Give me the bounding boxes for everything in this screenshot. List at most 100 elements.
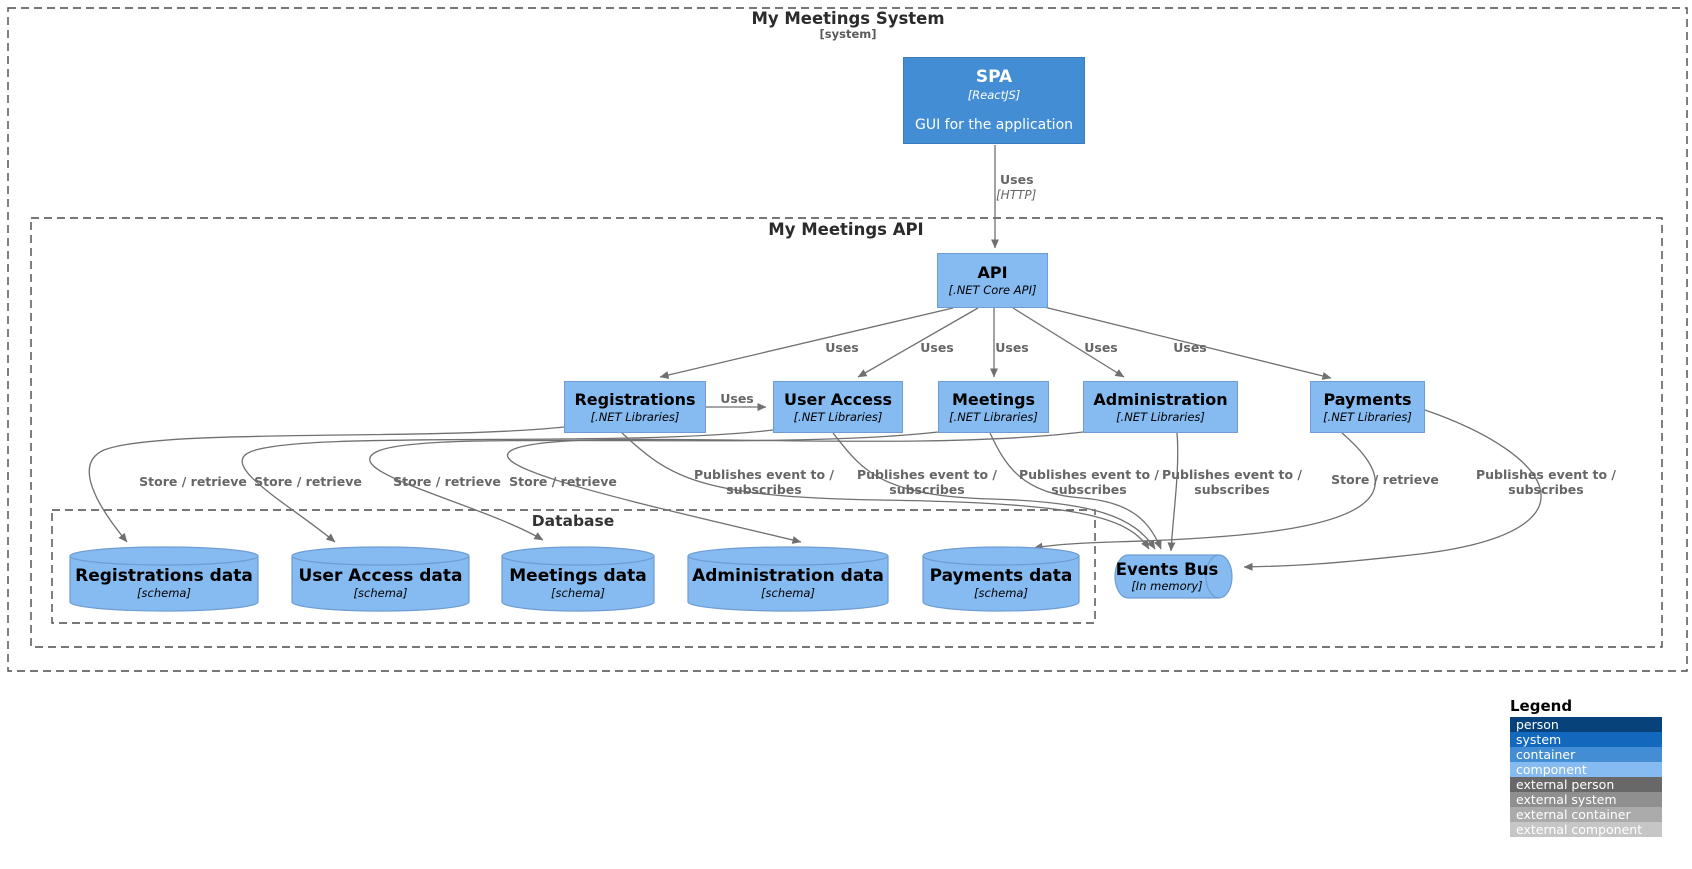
api-boundary-title: My Meetings API xyxy=(768,220,924,239)
node-administration-name: Administration xyxy=(1093,389,1228,409)
label-uses-payments: Uses xyxy=(1173,340,1207,355)
edge-administration-eventsbus xyxy=(1167,432,1179,552)
label-publish-meetings: Publishes event to / subscribes xyxy=(1019,467,1159,497)
node-events-bus-name: Events Bus xyxy=(1115,560,1219,579)
node-meetings: Meetings [.NET Libraries] xyxy=(938,381,1049,433)
label-publish-registrations: Publishes event to / subscribes xyxy=(694,467,834,497)
node-spa-name: SPA xyxy=(975,66,1013,87)
node-registrations-data: Registrations data [schema] xyxy=(70,566,258,600)
node-spa-description: GUI for the application xyxy=(914,116,1074,133)
legend-item-container: container xyxy=(1510,747,1662,762)
system-boundary-type: [system] xyxy=(819,27,877,41)
node-spa-tech: [ReactJS] xyxy=(967,88,1021,103)
label-publish-payments-line2: subscribes xyxy=(1508,482,1584,497)
legend-item-external-system: external system xyxy=(1510,792,1662,807)
queue-events-bus xyxy=(1114,554,1233,599)
edge-registrations-data xyxy=(88,426,565,543)
node-administration-data: Administration data [schema] xyxy=(688,566,888,600)
label-publish-registrations-line1: Publishes event to / xyxy=(694,467,834,482)
node-api-tech: [.NET Core API] xyxy=(948,283,1037,298)
legend-title: Legend xyxy=(1510,697,1573,715)
node-user-access-data: User Access data [schema] xyxy=(292,566,469,600)
edge-registrations-eventsbus xyxy=(621,432,1150,550)
label-publish-payments: Publishes event to / subscribes xyxy=(1476,467,1616,497)
cylinder-meetings-data xyxy=(501,556,655,612)
node-administration-data-tech: [schema] xyxy=(761,586,815,600)
cylinder-administration-data xyxy=(687,556,889,612)
legend-item-system: system xyxy=(1510,732,1662,747)
node-administration-tech: [.NET Libraries] xyxy=(1116,409,1205,424)
node-meetings-name: Meetings xyxy=(951,389,1036,409)
node-meetings-tech: [.NET Libraries] xyxy=(949,409,1038,424)
node-registrations-tech: [.NET Libraries] xyxy=(590,409,680,424)
label-uses-administration: Uses xyxy=(1084,340,1118,355)
cylinder-administration-data-top xyxy=(687,546,889,566)
cylinder-useraccess-data xyxy=(291,556,470,612)
label-publish-payments-line1: Publishes event to / xyxy=(1476,467,1616,482)
node-administration-data-name: Administration data xyxy=(692,566,884,586)
legend-item-external-component: external component xyxy=(1510,822,1662,837)
node-payments-tech: [.NET Libraries] xyxy=(1323,409,1412,424)
legend: Legend person system container component… xyxy=(1510,697,1662,837)
edge-api-registrations xyxy=(659,307,954,379)
label-publish-administration: Publishes event to / subscribes xyxy=(1162,467,1302,497)
system-boundary xyxy=(7,7,1688,672)
node-events-bus: Events Bus [In memory] xyxy=(1115,560,1219,593)
legend-item-component: component xyxy=(1510,762,1662,777)
legend-item-external-container: external container xyxy=(1510,807,1662,822)
node-administration: Administration [.NET Libraries] xyxy=(1083,381,1238,433)
edge-api-useraccess xyxy=(857,307,979,378)
node-registrations-name: Registrations xyxy=(574,389,696,409)
label-publish-meetings-line2: subscribes xyxy=(1051,482,1127,497)
edge-api-payments xyxy=(1039,305,1332,380)
cylinder-registrations-data-top xyxy=(69,546,259,566)
label-store-useraccess: Store / retrieve xyxy=(254,474,362,489)
cylinder-meetings-data-top xyxy=(501,546,655,566)
legend-item-person: person xyxy=(1510,717,1662,732)
label-uses-reg-ua: Uses xyxy=(720,391,754,406)
database-boundary xyxy=(51,509,1096,624)
label-spa-api-http: [HTTP] xyxy=(996,188,1037,202)
node-payments-name: Payments xyxy=(1323,389,1412,409)
node-registrations-data-tech: [schema] xyxy=(137,586,191,600)
node-payments-data-name: Payments data xyxy=(929,566,1073,586)
label-publish-meetings-line1: Publishes event to / xyxy=(1019,467,1159,482)
label-publish-useraccess: Publishes event to / subscribes xyxy=(857,467,997,497)
label-publish-useraccess-line2: subscribes xyxy=(889,482,965,497)
node-payments: Payments [.NET Libraries] xyxy=(1310,381,1425,433)
label-publish-administration-line1: Publishes event to / xyxy=(1162,467,1302,482)
label-store-payments: Store / retrieve xyxy=(1331,472,1439,487)
node-registrations: Registrations [.NET Libraries] xyxy=(564,381,706,433)
node-user-access-tech: [.NET Libraries] xyxy=(793,409,883,424)
cylinder-payments-data-top xyxy=(922,546,1080,566)
label-publish-registrations-line2: subscribes xyxy=(726,482,802,497)
system-boundary-title: My Meetings System xyxy=(751,9,945,28)
edge-meetings-eventsbus xyxy=(989,432,1162,550)
edge-payments-data xyxy=(1033,432,1376,551)
node-meetings-data: Meetings data [schema] xyxy=(502,566,654,600)
node-payments-data-tech: [schema] xyxy=(974,586,1028,600)
cylinder-useraccess-data-top xyxy=(291,546,470,566)
cylinder-registrations-data xyxy=(69,556,259,612)
database-boundary-title: Database xyxy=(531,512,615,530)
queue-events-bus-rim xyxy=(1205,554,1220,599)
node-events-bus-tech: [In memory] xyxy=(1131,579,1203,593)
cylinder-payments-data xyxy=(922,556,1080,612)
label-uses-meetings: Uses xyxy=(995,340,1029,355)
label-publish-administration-line2: subscribes xyxy=(1194,482,1270,497)
label-uses-registrations: Uses xyxy=(825,340,859,355)
node-payments-data: Payments data [schema] xyxy=(923,566,1079,600)
label-uses-useraccess: Uses xyxy=(920,340,954,355)
label-publish-useraccess-line1: Publishes event to / xyxy=(857,467,997,482)
label-store-meetings: Store / retrieve xyxy=(393,474,501,489)
edge-useraccess-data xyxy=(241,429,774,543)
node-user-access-data-tech: [schema] xyxy=(353,586,408,600)
node-user-access: User Access [.NET Libraries] xyxy=(773,381,903,433)
legend-item-external-person: external person xyxy=(1510,777,1662,792)
label-store-administration: Store / retrieve xyxy=(509,474,617,489)
label-spa-api-uses: Uses xyxy=(1000,172,1034,187)
node-meetings-data-tech: [schema] xyxy=(551,586,605,600)
node-registrations-data-name: Registrations data xyxy=(75,566,253,586)
node-meetings-data-name: Meetings data xyxy=(509,566,647,586)
